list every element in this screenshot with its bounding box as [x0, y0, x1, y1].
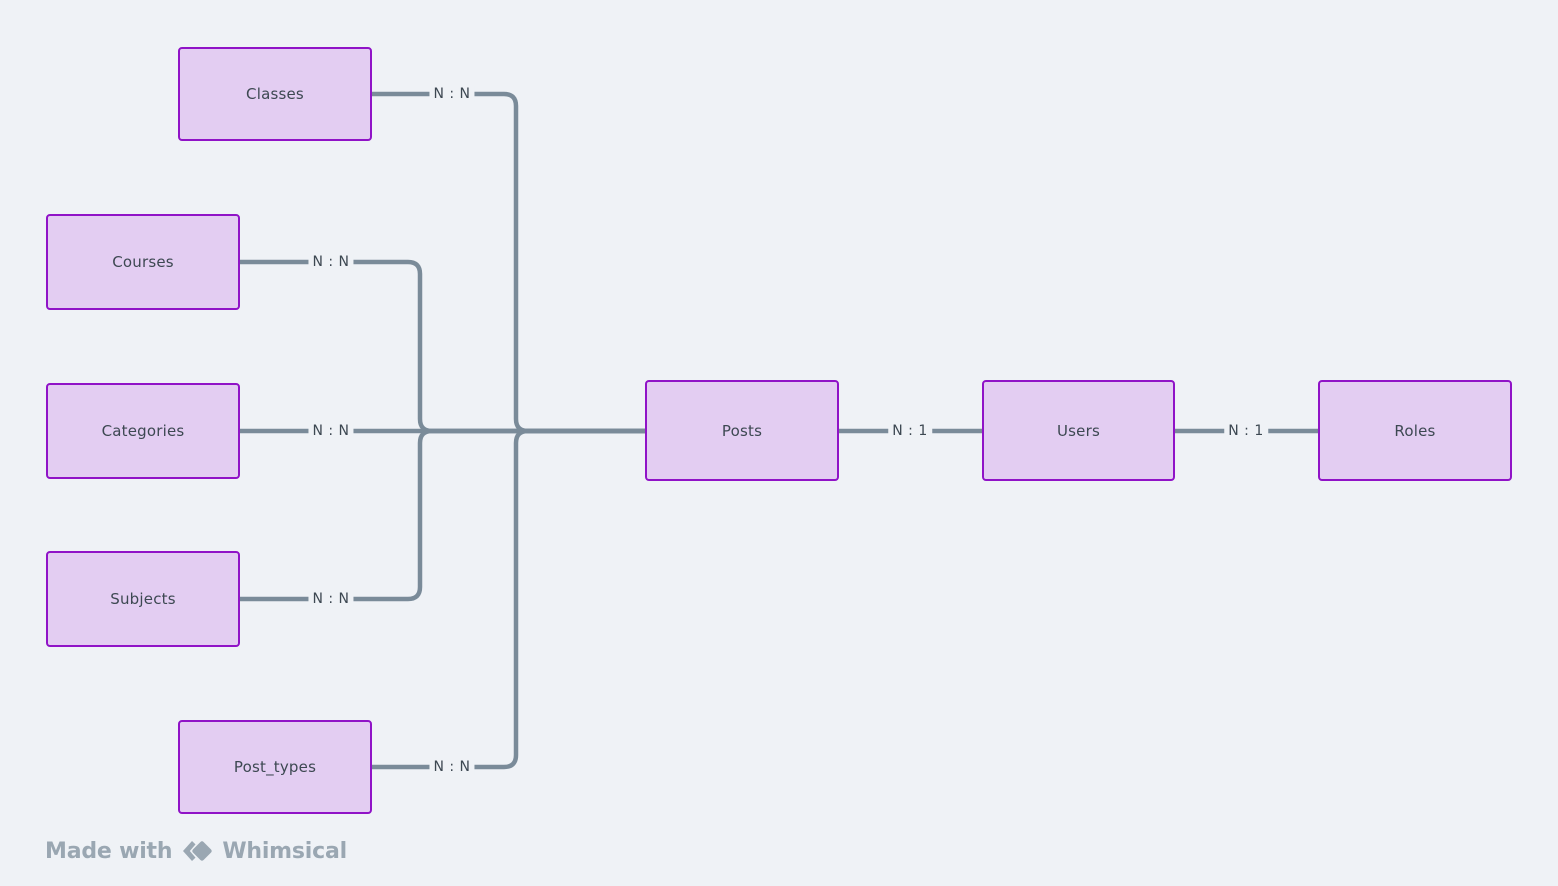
edge-label-users-roles: N : 1: [1224, 423, 1268, 439]
edge-label-post_types-posts: N : N: [429, 759, 475, 775]
entity-node-categories[interactable]: Categories: [46, 383, 240, 479]
entity-label-roles: Roles: [1394, 421, 1436, 440]
entity-node-users[interactable]: Users: [982, 380, 1175, 481]
whimsical-watermark[interactable]: Made with Whimsical: [45, 838, 347, 864]
entity-label-posts: Posts: [721, 421, 763, 440]
edge-path-classes-posts: [369, 91, 648, 434]
entity-label-users: Users: [1056, 421, 1100, 440]
entity-label-categories: Categories: [101, 422, 185, 440]
edge-label-classes-posts: N : N: [429, 86, 475, 102]
entity-node-post_types[interactable]: Post_types: [178, 720, 372, 814]
edge-label-categories-posts: N : N: [308, 423, 354, 439]
edge-label-subjects-posts: N : N: [308, 591, 354, 607]
entity-node-subjects[interactable]: Subjects: [46, 551, 240, 647]
entity-node-roles[interactable]: Roles: [1318, 380, 1512, 481]
entity-node-posts[interactable]: Posts: [645, 380, 839, 481]
whimsical-diamond-logo: [180, 838, 214, 864]
edge-label-posts-users: N : 1: [888, 423, 932, 439]
edge-path-post_types-posts: [369, 428, 648, 770]
watermark-prefix: Made with: [45, 838, 173, 864]
entity-label-classes: Classes: [246, 85, 304, 103]
entity-label-subjects: Subjects: [110, 590, 176, 608]
entity-label-courses: Courses: [112, 253, 174, 271]
edge-path-subjects-posts: [237, 428, 648, 602]
watermark-brand: Whimsical: [222, 838, 347, 864]
edge-path-courses-posts: [237, 259, 648, 434]
entity-node-classes[interactable]: Classes: [178, 47, 372, 141]
entity-node-courses[interactable]: Courses: [46, 214, 240, 310]
edge-label-courses-posts: N : N: [308, 254, 354, 270]
entity-label-post_types: Post_types: [233, 758, 317, 776]
